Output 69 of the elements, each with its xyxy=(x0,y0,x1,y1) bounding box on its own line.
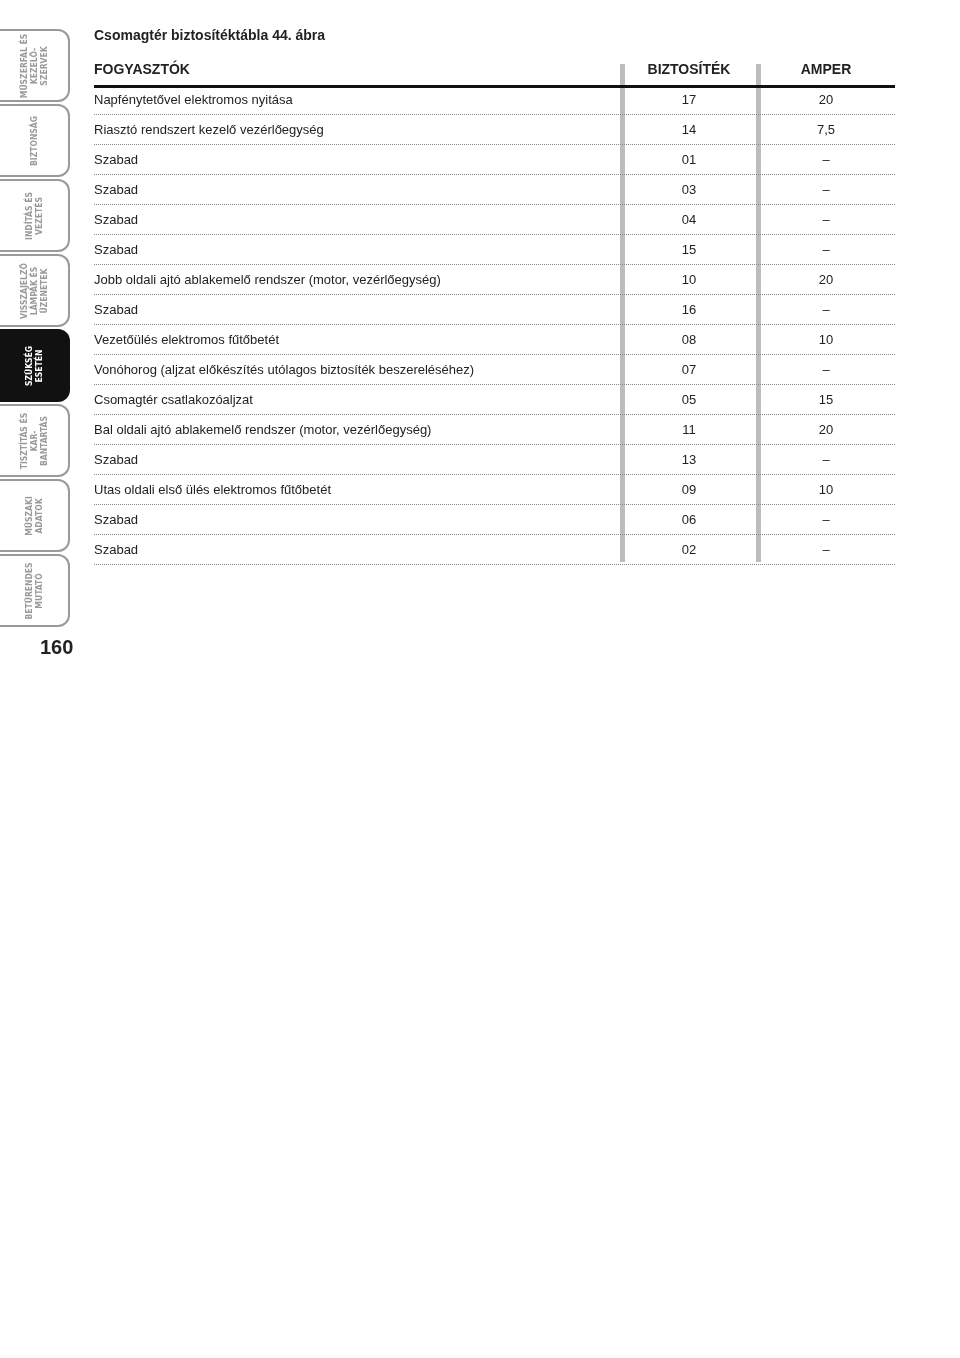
table-cell: – xyxy=(822,512,830,527)
active-section-tab xyxy=(0,329,70,402)
table-cell: Szabad xyxy=(94,512,139,527)
table-cell: Szabad xyxy=(94,542,139,557)
tab-label: MŰSZAKI ADATOK xyxy=(24,494,44,538)
table-cell: 20 xyxy=(818,272,834,287)
page-number: 160 xyxy=(40,636,74,659)
table-cell: – xyxy=(822,452,830,467)
table-cell: 20 xyxy=(818,92,834,107)
table-cell: – xyxy=(822,362,830,377)
section-tab xyxy=(0,179,70,252)
table-cell: 13 xyxy=(681,452,697,467)
tab-label: BETŰRENDES MUTATÓ xyxy=(24,560,44,622)
table-cell: 04 xyxy=(681,212,697,227)
tab-label: BIZTONSÁG xyxy=(29,114,39,168)
table-cell: 10 xyxy=(681,272,697,287)
table-cell: 07 xyxy=(681,362,697,377)
table-cell: – xyxy=(822,182,830,197)
table-cell: 10 xyxy=(818,482,834,497)
table-cell: – xyxy=(822,152,830,167)
table-cell: 10 xyxy=(818,332,834,347)
table-title: Csomagtér biztosítéktábla 44. ábra xyxy=(94,27,326,43)
table-cell: Szabad xyxy=(94,212,139,227)
column-header: BIZTOSÍTÉK xyxy=(647,61,731,77)
table-cell: 09 xyxy=(681,482,697,497)
table-cell: Jobb oldali ajtó ablakemelő rendszer (motor, vezérlőegység) xyxy=(94,272,441,287)
table-cell: Szabad xyxy=(94,152,139,167)
table-cell: 15 xyxy=(681,242,697,257)
table-cell: Riasztó rendszert kezelő vezérlőegység xyxy=(94,122,324,137)
table-cell: Utas oldali első ülés elektromos fűtőbetét xyxy=(94,482,331,497)
tab-label: SZÜKSÉG ESETÉN xyxy=(24,344,44,388)
column-header: AMPER xyxy=(800,61,852,77)
table-cell: 16 xyxy=(681,302,697,317)
table-cell: 11 xyxy=(682,422,696,437)
table-cell: – xyxy=(822,542,830,557)
section-tab xyxy=(0,404,70,477)
table-cell: Szabad xyxy=(94,302,139,317)
table-cell: Vezetőülés elektromos fűtőbetét xyxy=(94,332,279,347)
table-cell: 7,5 xyxy=(816,122,836,137)
table-cell: Szabad xyxy=(94,182,139,197)
table-cell: Bal oldali ajtó ablakemelő rendszer (motor, vezérlőegység) xyxy=(94,422,432,437)
table-cell: – xyxy=(822,212,830,227)
section-tab xyxy=(0,554,70,627)
table-cell: 01 xyxy=(681,152,697,167)
table-cell: 03 xyxy=(681,182,697,197)
table-cell: Szabad xyxy=(94,242,139,257)
table-cell: 02 xyxy=(681,542,697,557)
section-tab xyxy=(0,479,70,552)
table-cell: Csomagtér csatlakozóaljzat xyxy=(94,392,253,407)
table-cell: 05 xyxy=(681,392,697,407)
table-cell: 17 xyxy=(681,92,697,107)
table-cell: Napfénytetővel elektromos nyitása xyxy=(94,92,293,107)
table-cell: 14 xyxy=(681,122,697,137)
table-cell: – xyxy=(822,242,830,257)
table-cell: 15 xyxy=(818,392,834,407)
table-cell: Vonóhorog (aljzat előkészítés utólagos biztosíték beszereléséhez) xyxy=(94,362,475,377)
section-tab xyxy=(0,104,70,177)
tab-label: TISZTÍTÁS ÉS KAR- BANTARTÁS xyxy=(19,411,49,472)
table-cell: Szabad xyxy=(94,452,139,467)
table-cell: 08 xyxy=(681,332,697,347)
tab-label: INDÍTÁS ÉS VEZETÉS xyxy=(24,190,44,242)
tab-label: MŰSZERFAL ÉS KEZELŐ- SZERVEK xyxy=(19,32,49,99)
table-cell: – xyxy=(822,302,830,317)
table-cell: 20 xyxy=(818,422,834,437)
column-header: FOGYASZTÓK xyxy=(94,61,190,77)
section-tab xyxy=(0,29,70,102)
section-tab xyxy=(0,254,70,327)
tab-label: VISSZAJELZŐ LÁMPÁK ÉS ÜZENETEK xyxy=(19,261,49,321)
table-cell: 06 xyxy=(681,512,697,527)
